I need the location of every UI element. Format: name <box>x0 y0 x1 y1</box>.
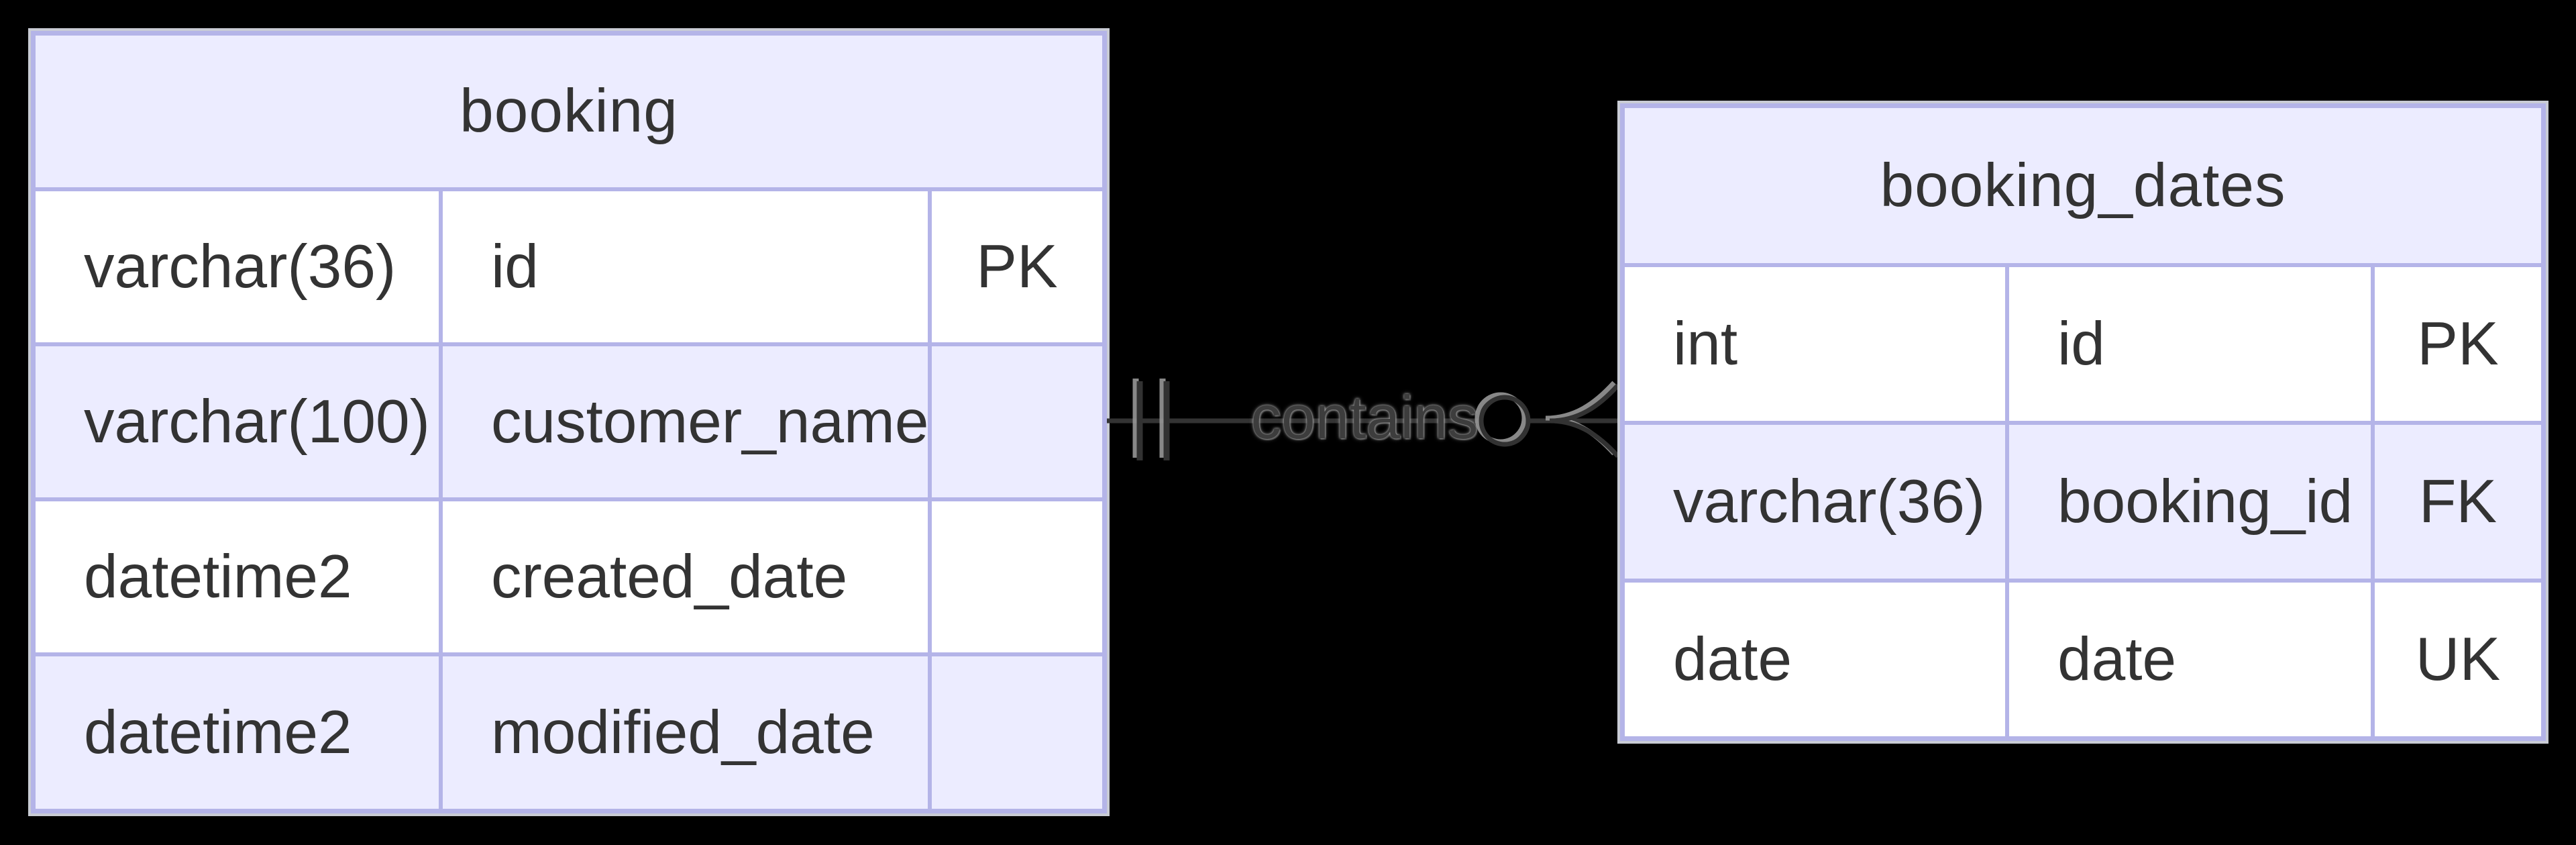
attr-type-cell: int <box>1625 267 2005 421</box>
entity-booking-dates: booking_dates int id PK varchar(36) book… <box>1617 101 2548 744</box>
attr-key-cell: UK <box>2375 583 2541 736</box>
attr-type-cell: datetime2 <box>36 656 439 809</box>
attr-type-cell: varchar(36) <box>1625 425 2005 579</box>
entity-booking-title: booking <box>36 36 1102 187</box>
attr-name-cell: modified_date <box>443 656 928 809</box>
entity-booking-dates-title: booking_dates <box>1625 108 2541 263</box>
attr-name-cell: date <box>2009 583 2371 736</box>
attr-key-cell <box>932 346 1102 497</box>
attr-type-cell: varchar(36) <box>36 191 439 342</box>
attr-key-cell: FK <box>2375 425 2541 579</box>
attr-name-cell: id <box>443 191 928 342</box>
attr-name-cell: created_date <box>443 501 928 652</box>
attr-key-cell: PK <box>2375 267 2541 421</box>
entity-booking: booking varchar(36) id PK varchar(100) c… <box>28 28 1110 816</box>
attr-key-cell <box>932 501 1102 652</box>
attr-type-cell: varchar(100) <box>36 346 439 497</box>
cardinality-exactly-one-marker <box>1136 381 1170 460</box>
attr-key-cell <box>932 656 1102 809</box>
cardinality-zero-or-many-marker <box>1479 383 1620 458</box>
attr-name-cell: id <box>2009 267 2371 421</box>
relationship-label: contains <box>1250 383 1479 452</box>
attr-name-cell: booking_id <box>2009 425 2371 579</box>
attr-key-cell: PK <box>932 191 1102 342</box>
attr-type-cell: datetime2 <box>36 501 439 652</box>
attr-name-cell: customer_name <box>443 346 928 497</box>
attr-type-cell: date <box>1625 583 2005 736</box>
